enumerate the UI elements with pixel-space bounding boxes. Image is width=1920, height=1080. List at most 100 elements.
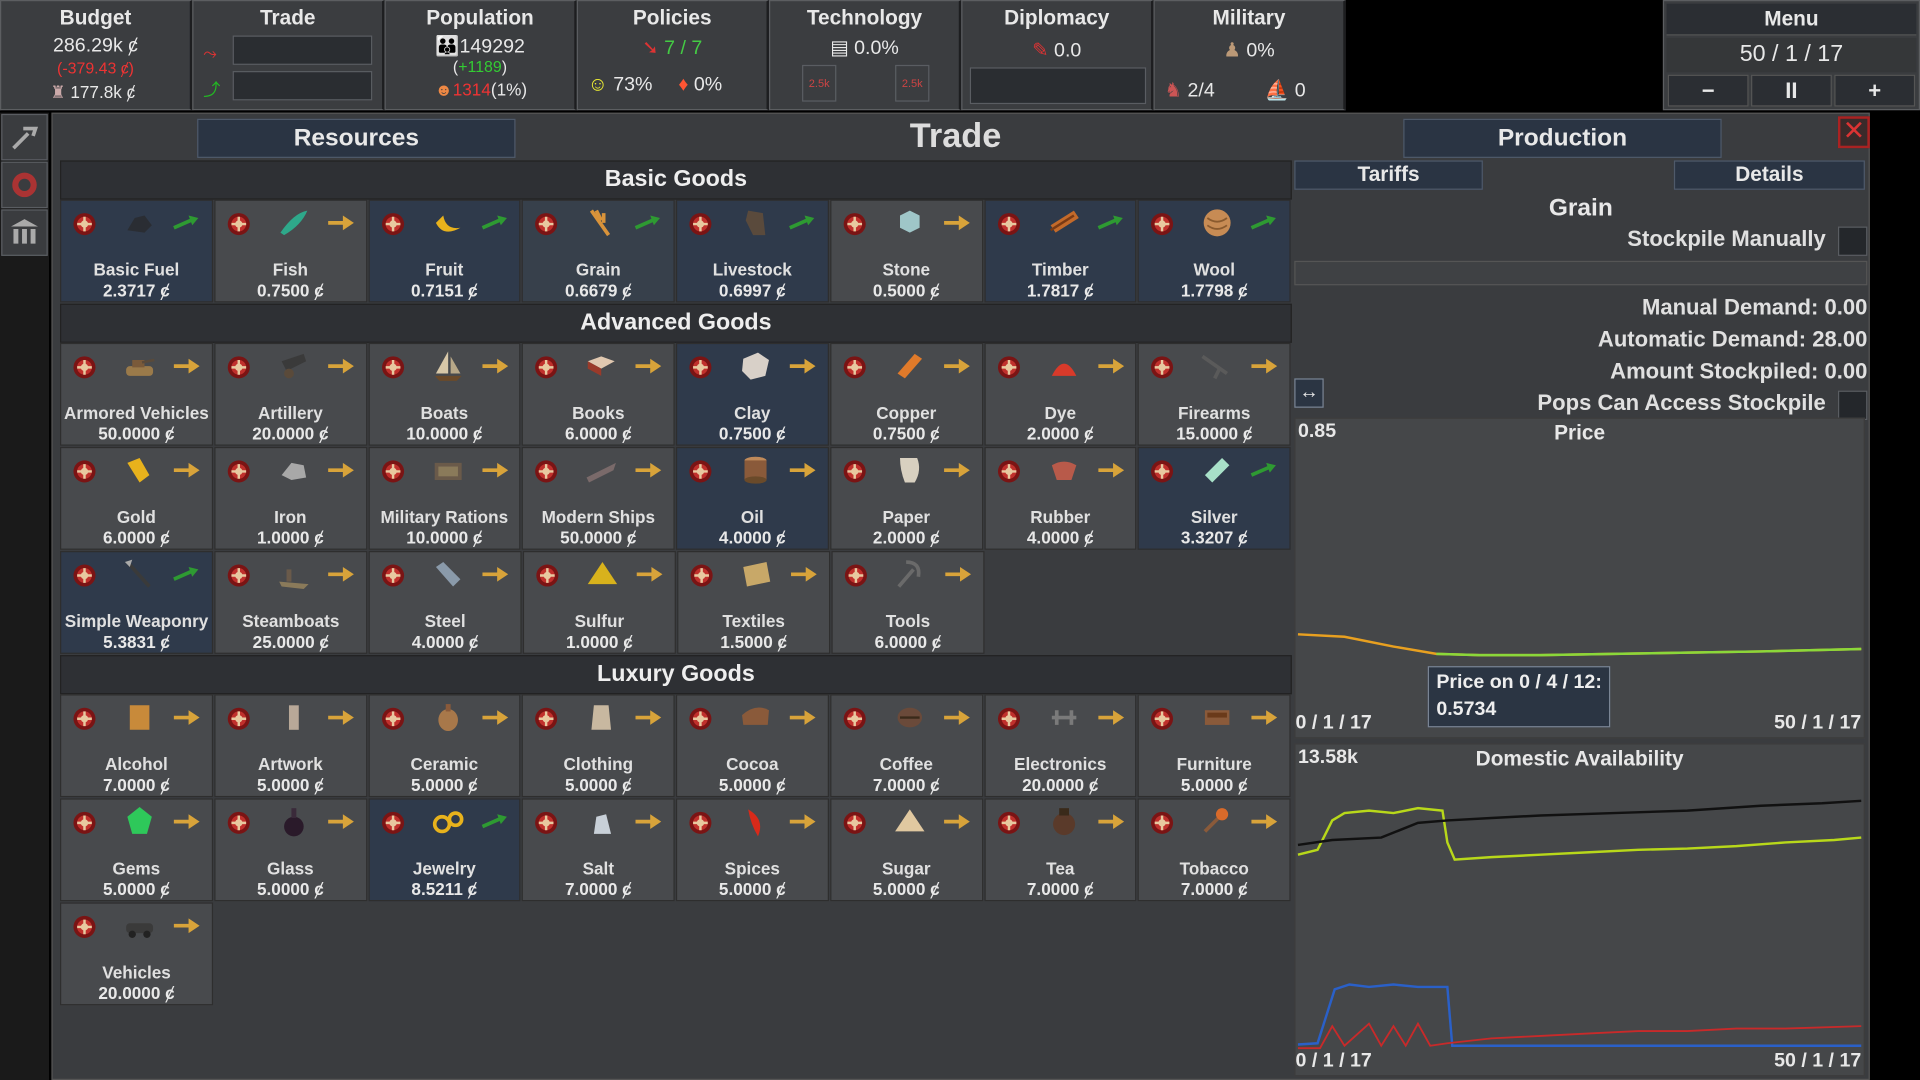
diplomacy-panel[interactable]: Diplomacy ✎ 0.0 bbox=[961, 0, 1154, 111]
production-tab[interactable]: Production bbox=[1403, 118, 1722, 158]
details-tab[interactable]: Details bbox=[1673, 160, 1865, 190]
trade-arrow-icon bbox=[787, 812, 816, 832]
resource-seal-icon bbox=[1149, 705, 1176, 732]
bank-icon[interactable] bbox=[1, 209, 48, 256]
good-price: 1.5000 ȼ bbox=[720, 631, 788, 652]
population-panel[interactable]: Population 👪149292 (+1189) ☻1314(1%) bbox=[384, 0, 577, 111]
resources-tab[interactable]: Resources bbox=[197, 118, 516, 158]
gear-icon[interactable] bbox=[1, 161, 48, 209]
good-price: 20.0000 ȼ bbox=[252, 423, 329, 444]
stockpile-slider[interactable] bbox=[1294, 260, 1868, 286]
budget-panel[interactable]: Budget 286.29k ȼ (-379.43 ȼ) ♜ 177.8k ȼ bbox=[0, 0, 193, 111]
trade-title: Trade bbox=[909, 116, 1002, 155]
tariffs-tab[interactable]: Tariffs bbox=[1294, 160, 1483, 190]
availability-line-black bbox=[1297, 799, 1862, 847]
resource-seal-icon bbox=[841, 458, 868, 485]
trade-arrow-icon bbox=[787, 356, 816, 376]
speed-down-button[interactable]: − bbox=[1667, 74, 1749, 107]
trade-arrow-icon bbox=[1249, 708, 1278, 728]
export-arrow-icon bbox=[479, 812, 508, 832]
good-name: Ceramic bbox=[410, 754, 479, 774]
unrest: ♦ 0% bbox=[678, 74, 723, 96]
good-name: Tea bbox=[1046, 858, 1075, 878]
hammer-icon[interactable] bbox=[1, 113, 48, 161]
trade-panel[interactable]: Trade ⤳ ⤴ bbox=[192, 0, 385, 111]
resource-seal-icon bbox=[71, 809, 98, 836]
pops-access-checkbox[interactable] bbox=[1837, 390, 1868, 421]
speed-up-button[interactable]: + bbox=[1834, 74, 1916, 107]
policies-panel[interactable]: Policies ➘ 7 / 7 ☺ 73% ♦ 0% bbox=[576, 0, 769, 111]
close-button[interactable]: ✕ bbox=[1837, 116, 1870, 149]
menu-button[interactable]: Menu bbox=[1666, 3, 1917, 36]
pause-button[interactable]: II bbox=[1751, 74, 1832, 107]
trade-arrow-icon bbox=[633, 460, 662, 480]
military-panel[interactable]: Military ♟ 0% ♞ 2/4 ⛵ 0 bbox=[1153, 0, 1346, 111]
iron-icon bbox=[276, 453, 310, 487]
glass-icon bbox=[276, 804, 310, 838]
good-price: 5.0000 ȼ bbox=[256, 879, 324, 899]
technology-panel[interactable]: Technology ▤ 0.0% 2.5k 2.5k bbox=[768, 0, 962, 111]
trade-arrow-icon bbox=[479, 460, 508, 480]
population-icon: 👪 bbox=[435, 36, 460, 58]
stockpile-manually-checkbox[interactable] bbox=[1837, 226, 1868, 256]
good-name: Artwork bbox=[257, 754, 323, 774]
tools-icon bbox=[894, 557, 928, 591]
resource-seal-icon bbox=[1149, 458, 1176, 485]
expand-icon[interactable]: ↔ bbox=[1294, 378, 1324, 408]
resource-seal-icon bbox=[687, 354, 714, 381]
dye-icon bbox=[1046, 349, 1080, 383]
top-bar: Budget 286.29k ȼ (-379.43 ȼ) ♜ 177.8k ȼ … bbox=[0, 0, 1347, 111]
trade-arrow-icon bbox=[943, 564, 972, 584]
good-name: Artillery bbox=[257, 402, 323, 423]
trade-arrow-icon bbox=[325, 708, 354, 728]
